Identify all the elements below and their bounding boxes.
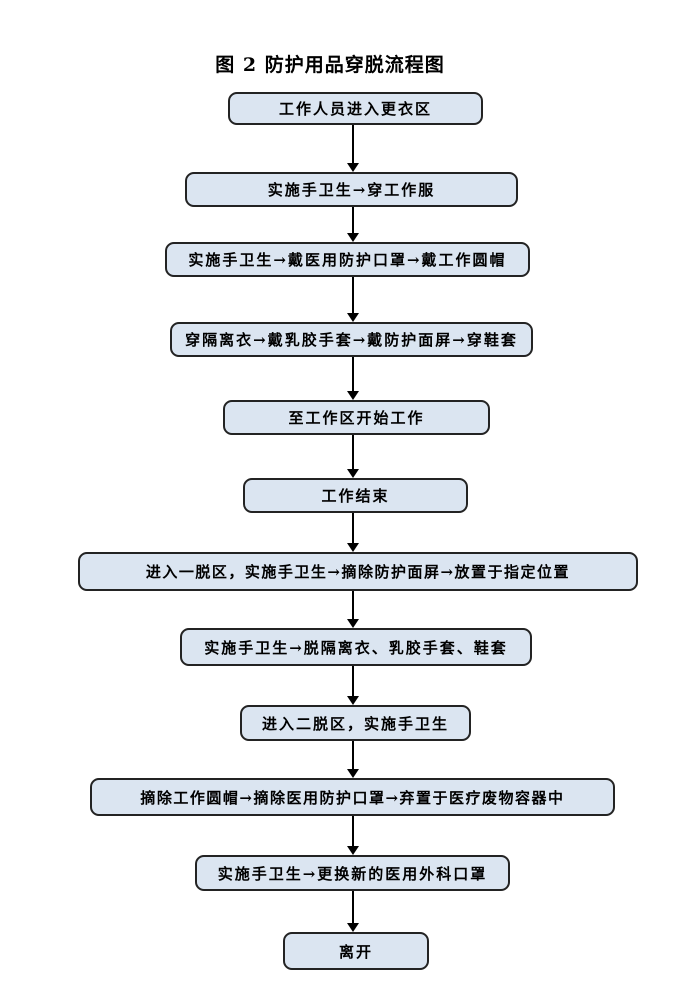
- arrow-line: [352, 591, 354, 621]
- arrow-head-icon: [347, 923, 359, 932]
- arrow-line: [352, 741, 354, 771]
- down-arrow: [347, 741, 359, 778]
- down-arrow: [347, 513, 359, 552]
- arrow-head-icon: [347, 769, 359, 778]
- flow-step-label: 实施手卫生→戴医用防护口罩→戴工作圆帽: [188, 251, 507, 269]
- flow-step-remove-gown-gloves-shoecovers: 实施手卫生→脱隔离衣、乳胶手套、鞋套: [180, 628, 532, 666]
- flow-step-label: 实施手卫生→更换新的医用外科口罩: [217, 864, 488, 883]
- arrow-head-icon: [347, 543, 359, 552]
- arrow-head-icon: [347, 469, 359, 478]
- flow-step-first-doffing-area: 进入一脱区，实施手卫生→摘除防护面屏→放置于指定位置: [78, 552, 638, 591]
- flow-step-leave: 离开: [283, 932, 429, 970]
- arrow-line: [352, 357, 354, 393]
- down-arrow: [347, 207, 359, 242]
- down-arrow: [347, 666, 359, 705]
- down-arrow: [347, 816, 359, 855]
- arrow-line: [352, 277, 354, 315]
- flow-step-label: 工作结束: [321, 487, 390, 505]
- flow-step-label: 摘除工作圆帽→摘除医用防护口罩→弃置于医疗废物容器中: [140, 788, 565, 807]
- down-arrow: [347, 125, 359, 172]
- arrow-head-icon: [347, 619, 359, 628]
- down-arrow: [347, 891, 359, 932]
- down-arrow: [347, 277, 359, 322]
- flow-step-label: 实施手卫生→脱隔离衣、乳胶手套、鞋套: [204, 638, 508, 657]
- arrow-head-icon: [347, 696, 359, 705]
- arrow-line: [352, 125, 354, 165]
- arrow-head-icon: [347, 846, 359, 855]
- arrow-line: [352, 513, 354, 545]
- flow-step-label: 进入二脱区，实施手卫生: [261, 714, 449, 733]
- arrow-line: [352, 891, 354, 925]
- flow-step-new-surgical-mask: 实施手卫生→更换新的医用外科口罩: [195, 855, 510, 891]
- arrow-head-icon: [347, 233, 359, 242]
- arrow-head-icon: [347, 391, 359, 400]
- flow-step-label: 至工作区开始工作: [288, 409, 425, 427]
- flow-step-label: 进入一脱区，实施手卫生→摘除防护面屏→放置于指定位置: [145, 563, 571, 581]
- flow-step-enter-changing-area: 工作人员进入更衣区: [228, 92, 483, 125]
- page-title: 图 2 防护用品穿脱流程图: [215, 54, 445, 76]
- flow-step-gown-gloves-faceshield-shoecovers: 穿隔离衣→戴乳胶手套→戴防护面屏→穿鞋套: [170, 322, 533, 357]
- arrow-line: [352, 207, 354, 235]
- flow-step-remove-cap-mask-dispose: 摘除工作圆帽→摘除医用防护口罩→弃置于医疗废物容器中: [90, 778, 615, 816]
- arrow-line: [352, 435, 354, 471]
- flow-step-label: 实施手卫生→穿工作服: [267, 181, 436, 199]
- down-arrow: [347, 435, 359, 478]
- flow-step-label: 穿隔离衣→戴乳胶手套→戴防护面屏→穿鞋套: [185, 331, 518, 349]
- down-arrow: [347, 591, 359, 628]
- arrow-head-icon: [347, 163, 359, 172]
- flow-step-work-finished: 工作结束: [243, 478, 468, 513]
- flow-step-hand-hygiene-workclothes: 实施手卫生→穿工作服: [185, 172, 518, 207]
- flow-step-label: 工作人员进入更衣区: [278, 100, 432, 118]
- flow-step-start-work: 至工作区开始工作: [223, 400, 490, 435]
- down-arrow: [347, 357, 359, 400]
- flow-step-mask-cap: 实施手卫生→戴医用防护口罩→戴工作圆帽: [165, 242, 530, 277]
- arrow-line: [352, 666, 354, 698]
- flow-step-second-doffing-area: 进入二脱区，实施手卫生: [240, 705, 471, 741]
- arrow-line: [352, 816, 354, 848]
- flow-step-label: 离开: [338, 942, 373, 961]
- arrow-head-icon: [347, 313, 359, 322]
